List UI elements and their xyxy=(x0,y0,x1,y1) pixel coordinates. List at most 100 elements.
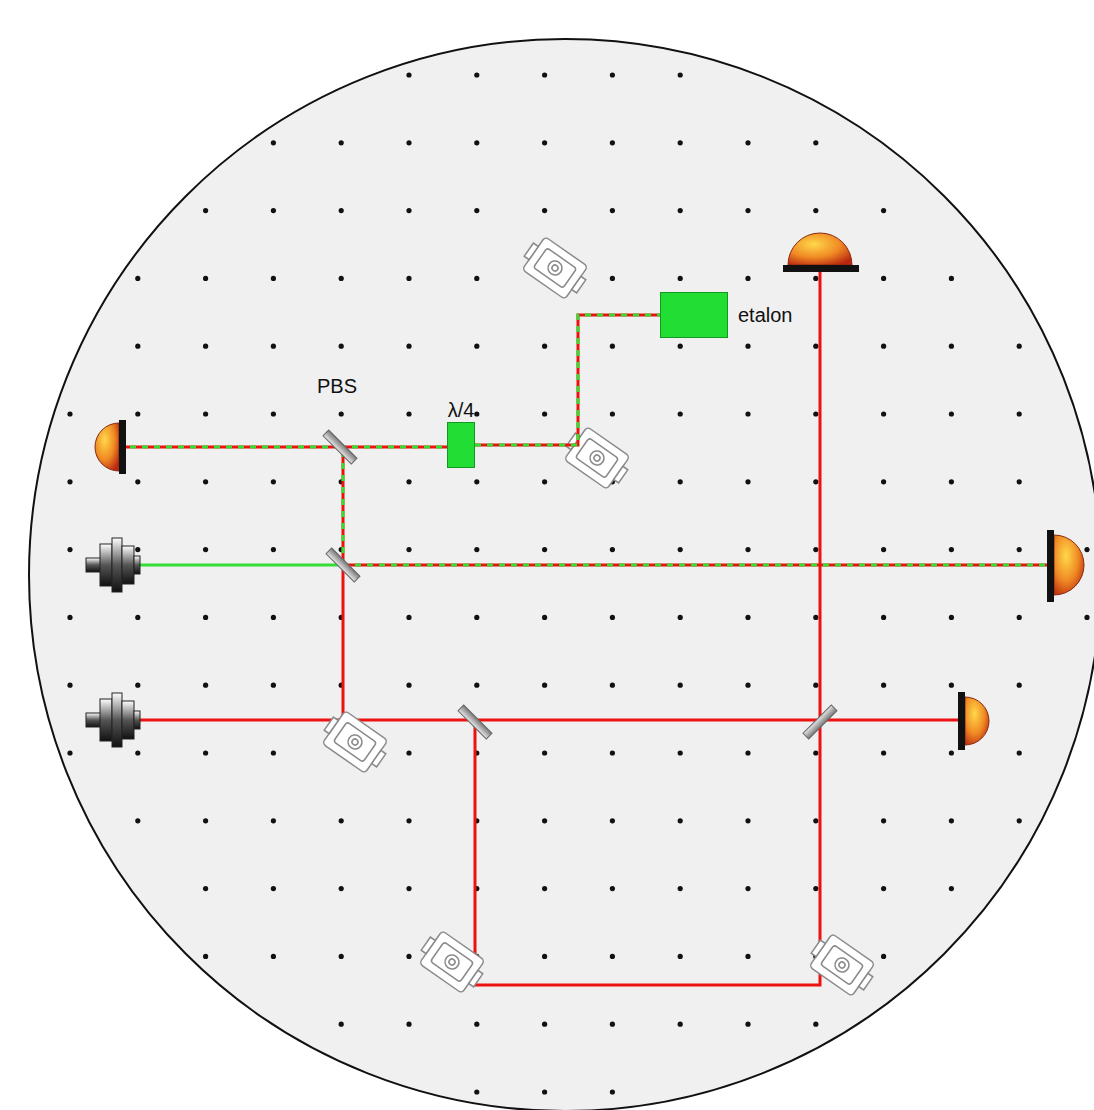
photodetector xyxy=(783,233,859,272)
mounting-hole xyxy=(813,886,818,891)
mounting-hole xyxy=(67,479,72,484)
mounting-hole xyxy=(813,344,818,349)
combined-beam xyxy=(125,447,447,565)
mounting-hole xyxy=(813,683,818,688)
mounting-hole xyxy=(474,1022,479,1027)
mounting-hole xyxy=(271,140,276,145)
mounting-holes xyxy=(67,72,1089,1094)
mounting-hole xyxy=(542,208,547,213)
mounting-hole xyxy=(135,615,140,620)
mounting-hole xyxy=(1017,411,1022,416)
mounting-hole xyxy=(678,750,683,755)
mounting-hole xyxy=(135,547,140,552)
mounting-hole xyxy=(678,276,683,281)
mirror-mount xyxy=(804,930,879,999)
mounting-hole xyxy=(949,344,954,349)
combined-beam xyxy=(125,447,447,565)
mounting-hole xyxy=(542,683,547,688)
mirror-mount xyxy=(559,423,634,492)
mounting-hole xyxy=(745,547,750,552)
mounting-hole xyxy=(745,344,750,349)
mounting-hole xyxy=(542,818,547,823)
red-beam xyxy=(342,565,345,720)
mounting-hole xyxy=(406,818,411,823)
mounting-hole xyxy=(1084,547,1089,552)
mounting-hole xyxy=(813,818,818,823)
mounting-hole xyxy=(949,479,954,484)
mounting-hole xyxy=(339,276,344,281)
mounting-hole xyxy=(678,140,683,145)
mounting-hole xyxy=(474,479,479,484)
mounting-hole xyxy=(881,615,886,620)
mounting-hole xyxy=(203,886,208,891)
mounting-hole xyxy=(542,886,547,891)
mounting-hole xyxy=(542,344,547,349)
mounting-hole xyxy=(881,750,886,755)
mounting-hole xyxy=(610,1022,615,1027)
part-label: PBS xyxy=(317,374,357,398)
mounting-hole xyxy=(135,479,140,484)
mounting-hole xyxy=(474,411,479,416)
mounting-hole xyxy=(1084,615,1089,620)
mounting-hole xyxy=(271,547,276,552)
mounting-hole xyxy=(406,344,411,349)
mounting-hole xyxy=(406,683,411,688)
mounting-hole xyxy=(881,411,886,416)
beam-green xyxy=(475,315,660,445)
mounting-hole xyxy=(610,276,615,281)
photodetector xyxy=(958,692,989,750)
mounting-hole xyxy=(542,750,547,755)
mounting-hole xyxy=(610,208,615,213)
mounting-hole xyxy=(881,886,886,891)
mounting-hole xyxy=(203,750,208,755)
mounting-hole xyxy=(203,276,208,281)
mounting-hole xyxy=(406,886,411,891)
photodetector xyxy=(1047,530,1084,602)
green-beam xyxy=(140,564,343,567)
mounting-hole xyxy=(610,1089,615,1094)
combined-beam xyxy=(343,564,1047,567)
mounting-hole xyxy=(745,1022,750,1027)
mounting-hole xyxy=(339,344,344,349)
combined-beam xyxy=(343,564,1047,567)
mounting-hole xyxy=(610,411,615,416)
mounting-hole xyxy=(542,1089,547,1094)
mounting-hole xyxy=(610,547,615,552)
mounting-hole xyxy=(1017,344,1022,349)
mounting-hole xyxy=(949,750,954,755)
beam-splitters xyxy=(323,430,837,739)
waveplate-node: λ/4 xyxy=(447,398,475,468)
mounting-hole xyxy=(339,1022,344,1027)
mounting-hole xyxy=(881,683,886,688)
etalon-node: etalon xyxy=(660,292,793,338)
mounting-hole xyxy=(67,615,72,620)
mounting-hole xyxy=(339,818,344,823)
mounting-hole xyxy=(813,750,818,755)
mounting-hole xyxy=(339,954,344,959)
lasers xyxy=(86,538,140,747)
etalon-body xyxy=(660,292,728,338)
mounting-hole xyxy=(135,344,140,349)
mounting-hole xyxy=(271,615,276,620)
mounting-hole xyxy=(813,140,818,145)
mounting-hole xyxy=(881,276,886,281)
mirror-mount xyxy=(317,707,392,776)
mounting-hole xyxy=(610,72,615,77)
mounting-hole xyxy=(474,344,479,349)
mounting-hole xyxy=(406,276,411,281)
mounting-hole xyxy=(542,479,547,484)
mounting-hole xyxy=(203,615,208,620)
mounting-hole xyxy=(745,954,750,959)
beam-connector xyxy=(475,315,660,445)
mounting-hole xyxy=(406,615,411,620)
splitter-plate xyxy=(326,548,360,582)
mounting-hole xyxy=(271,886,276,891)
mounting-hole xyxy=(271,750,276,755)
mounting-hole xyxy=(949,547,954,552)
mounting-hole xyxy=(678,479,683,484)
mounting-hole xyxy=(203,547,208,552)
mounting-hole xyxy=(339,886,344,891)
mounting-hole xyxy=(745,140,750,145)
red-beam xyxy=(475,272,820,985)
